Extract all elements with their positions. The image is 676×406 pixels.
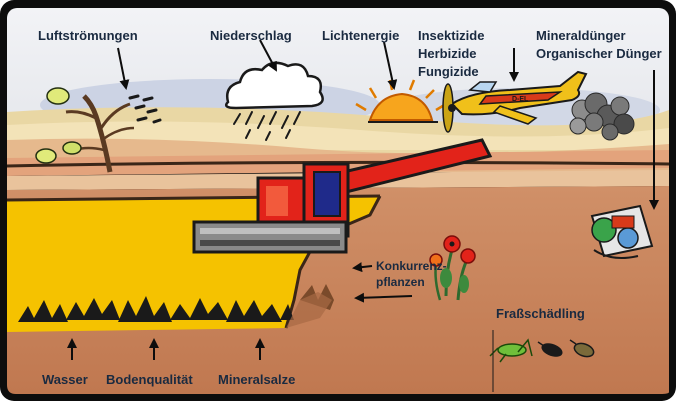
smoke-icon — [570, 93, 634, 140]
label-bodenqualitaet: Bodenqualität — [106, 372, 193, 387]
label-luftstroemungen: Luftströmungen — [38, 28, 138, 43]
label-fungizide: Fungizide — [418, 64, 479, 79]
label-organischer-duenger: Organischer Dünger — [536, 46, 662, 61]
label-konkurrenz: Konkurrenz- — [376, 259, 447, 273]
label-mineralduenger: Mineraldünger — [536, 28, 626, 43]
label-wasser: Wasser — [42, 372, 88, 387]
label-insektizide: Insektizide — [418, 28, 484, 43]
label-frassschaedling: Fraßschädling — [496, 306, 585, 321]
label-mineralsalze: Mineralsalze — [218, 372, 295, 387]
label-herbizide: Herbizide — [418, 46, 477, 61]
label-pflanzen: pflanzen — [376, 275, 425, 289]
label-lichtenergie: Lichtenergie — [322, 28, 399, 43]
label-niederschlag: Niederschlag — [210, 28, 292, 43]
plane-registration: D-EL — [512, 96, 529, 103]
